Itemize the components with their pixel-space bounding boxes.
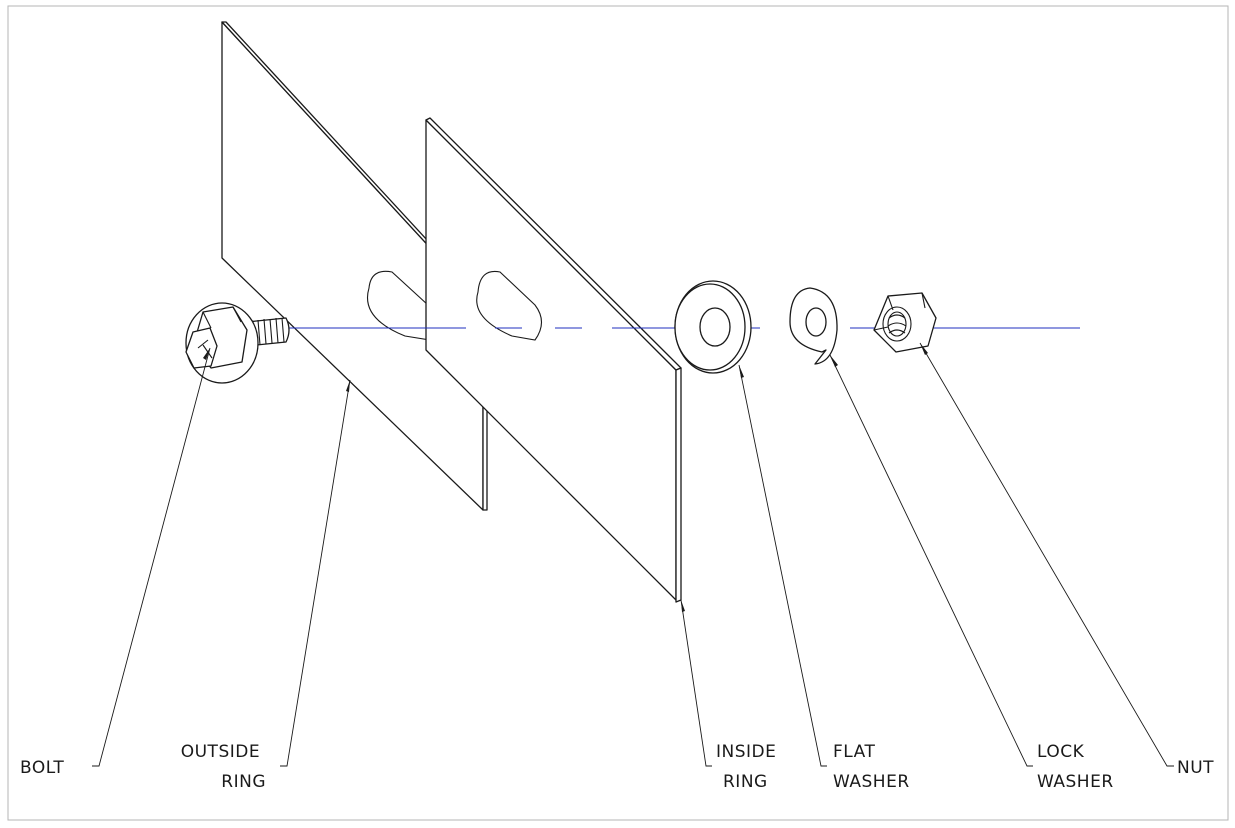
inside-ring-label-line-2: RING [723,772,768,792]
flat-washer-label: FLAT WASHER [833,742,910,792]
lock-washer-label: LOCK WASHER [1037,742,1114,792]
lock-washer-label-line-1: LOCK [1037,742,1085,762]
lock-washer-leader [829,354,1033,767]
flat-washer-leader [738,364,827,767]
inside-ring-label: INSIDE RING [716,742,782,792]
bolt-label: BOLT [20,758,64,778]
flat-washer-part [674,280,752,374]
flat-washer-label-line-2: WASHER [833,772,910,792]
flat-washer-label-line-1: FLAT [833,742,875,762]
inside-ring-label-line-1: INSIDE [716,742,776,762]
bolt-part [185,302,290,384]
nut-label-line-1: NUT [1177,758,1214,778]
inside-ring-part [425,117,682,603]
outside-ring-label-line-1: OUTSIDE [181,742,260,762]
nut-part [873,292,937,353]
outside-ring-leader [280,379,351,767]
bolt-label-line-1: BOLT [20,758,64,778]
sheet-border [7,5,1229,821]
nut-label: NUT [1177,758,1214,778]
bolt-leader [92,347,211,767]
inside-ring-leader [680,599,712,767]
lock-washer-label-line-2: WASHER [1037,772,1114,792]
nut-leader [919,342,1174,767]
inside-ring-slot [476,270,543,341]
outside-ring-label: OUTSIDE RING [181,742,266,792]
outside-ring-label-line-2: RING [221,772,266,792]
lock-washer-part [789,287,838,365]
